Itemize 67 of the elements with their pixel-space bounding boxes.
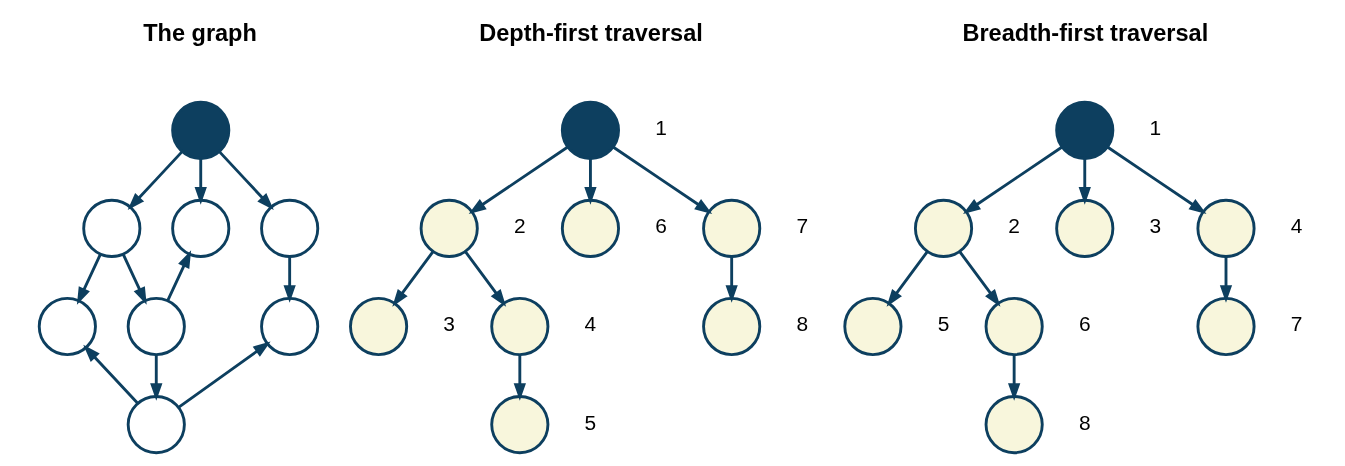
- node-circle: [82, 198, 142, 258]
- node-circle: [490, 296, 550, 357]
- node-label: 4: [1290, 214, 1303, 238]
- node-circle: [1055, 198, 1115, 258]
- node-circle: [1196, 198, 1256, 258]
- node-circle: [171, 100, 231, 160]
- node-circle: [349, 296, 409, 357]
- arrow: [963, 145, 1063, 214]
- node-label: 8: [796, 312, 809, 336]
- arrow: [83, 344, 139, 405]
- node-circle: [490, 395, 550, 455]
- node-circle: [843, 296, 903, 357]
- node-label: 1: [655, 116, 667, 140]
- node-circle: [560, 198, 620, 258]
- arrow: [76, 253, 102, 305]
- arrow: [1078, 158, 1091, 205]
- arrow: [1219, 256, 1233, 303]
- arrow: [283, 256, 296, 303]
- label: Breadth-first traversal: [962, 20, 1209, 47]
- node-circle: [1055, 100, 1115, 160]
- label: Depth-first traversal: [479, 20, 703, 47]
- node-label: 1: [1149, 116, 1162, 140]
- node-circle: [126, 395, 186, 455]
- arrow: [150, 354, 163, 401]
- node-circle: [913, 198, 974, 258]
- arrow: [392, 251, 434, 307]
- arrow: [513, 354, 526, 401]
- node-circle: [37, 296, 97, 357]
- arrow: [127, 150, 183, 211]
- node-label: 2: [514, 214, 526, 238]
- node-circle: [260, 198, 320, 258]
- node-label: 6: [1078, 312, 1091, 336]
- node-label: 7: [1290, 312, 1303, 336]
- node-label: 2: [1008, 214, 1020, 238]
- node-circle: [702, 198, 762, 258]
- node-circle: [984, 395, 1044, 455]
- arrow: [1106, 145, 1207, 214]
- node-circle: [984, 296, 1044, 357]
- node-label: 4: [584, 312, 597, 336]
- arrow: [177, 341, 271, 409]
- node-label: 5: [584, 410, 597, 434]
- node-circle: [126, 296, 186, 357]
- arrow: [194, 158, 207, 205]
- arrow: [886, 251, 929, 307]
- node-circle: [419, 198, 479, 258]
- arrow: [166, 250, 192, 302]
- node-circle: [171, 198, 231, 258]
- arrow: [584, 158, 597, 205]
- arrow: [725, 256, 738, 303]
- arrow: [958, 251, 1001, 307]
- arrow: [121, 253, 147, 305]
- node-label: 3: [443, 312, 456, 336]
- node-label: 8: [1078, 410, 1091, 434]
- arrow: [218, 150, 274, 211]
- node-label: 3: [1149, 214, 1162, 238]
- label: The graph: [143, 20, 257, 47]
- node-label: 5: [937, 312, 950, 336]
- node-circle: [1196, 296, 1256, 357]
- arrow: [468, 145, 569, 214]
- arrow: [612, 145, 713, 214]
- node-label: 6: [655, 214, 667, 238]
- arrow: [1008, 354, 1021, 401]
- node-circle: [702, 296, 762, 357]
- node-label: 7: [796, 214, 809, 238]
- arrow: [464, 251, 507, 307]
- node-circle: [560, 100, 620, 160]
- node-circle: [260, 296, 320, 357]
